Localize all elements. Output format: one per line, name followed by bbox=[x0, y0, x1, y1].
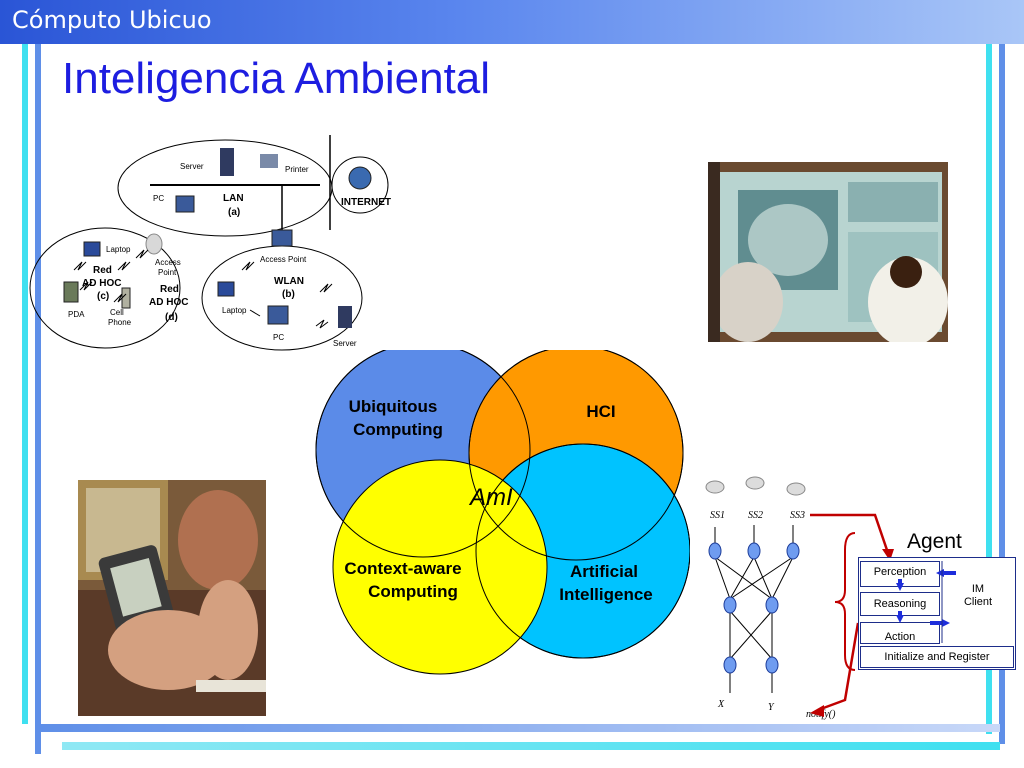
sensor-device-icon bbox=[705, 480, 725, 494]
wlan-sub-label: (b) bbox=[282, 289, 295, 300]
wireless-signal-icon bbox=[73, 261, 87, 271]
venn-ubiquitous-label-1: Ubiquitous bbox=[348, 397, 438, 416]
lan-label: LAN bbox=[223, 193, 244, 204]
pda-label: PDA bbox=[68, 310, 85, 319]
wlan-access-point-label: Access Point bbox=[260, 255, 307, 264]
venn-ubiquitous-label-2: Computing bbox=[353, 420, 443, 439]
agent-internal-arrows bbox=[896, 561, 956, 643]
right-stripe-1 bbox=[986, 44, 992, 734]
sensor-device-icon bbox=[745, 476, 765, 490]
bottom-stripe-2 bbox=[62, 742, 1000, 750]
server-label: Server bbox=[180, 162, 204, 171]
agent-brace bbox=[834, 532, 856, 671]
venn-context-label-1: Context-aware bbox=[344, 559, 462, 578]
wlan-access-point-icon bbox=[271, 229, 293, 247]
wlan-laptop-icon bbox=[217, 281, 235, 297]
wireless-signal-icon bbox=[315, 319, 329, 329]
network-diagram bbox=[29, 135, 389, 351]
adhoc-d-label-1: Red bbox=[160, 284, 179, 295]
photo-medical-display bbox=[708, 162, 948, 342]
venn-ai-label-2: Intelligence bbox=[559, 585, 653, 604]
sensor-network-diagram bbox=[705, 476, 806, 693]
venn-ai-label-1: Artificial bbox=[569, 562, 639, 581]
wireless-signal-icon bbox=[79, 281, 93, 291]
wlan-server-icon bbox=[338, 306, 352, 328]
wlan-server-label: Server bbox=[333, 339, 357, 348]
printer-label: Printer bbox=[285, 165, 309, 174]
sensor-label-ss3: SS3 bbox=[790, 510, 805, 521]
left-stripe-outer bbox=[22, 44, 28, 724]
agent-connection-arrows bbox=[810, 513, 894, 717]
arrow-right-icon bbox=[942, 619, 950, 627]
pc-icon bbox=[175, 195, 195, 213]
header-bar bbox=[0, 0, 1024, 44]
printer-icon bbox=[260, 154, 278, 168]
arrow-left-icon bbox=[936, 569, 944, 577]
adhoc-c-label-3: (c) bbox=[97, 291, 110, 302]
venn-diagram bbox=[315, 350, 690, 675]
internet-circle bbox=[331, 156, 389, 214]
agent-im-client-line-2: Client bbox=[963, 596, 993, 608]
pc-label: PC bbox=[153, 194, 165, 203]
cell-phone-icon bbox=[121, 287, 131, 309]
pda-icon bbox=[63, 281, 79, 303]
adhoc-c-label-2: AD HOC bbox=[82, 278, 122, 289]
agent-notify-arrow bbox=[817, 622, 860, 712]
adhoc-d-label-3: (d) bbox=[165, 312, 178, 323]
photo-pda-hands bbox=[78, 480, 266, 716]
laptop-icon bbox=[83, 241, 101, 257]
adhoc-c-ellipse bbox=[29, 227, 181, 349]
wireless-signal-icon bbox=[249, 309, 261, 317]
internet-label: INTERNET bbox=[341, 197, 391, 208]
internet-globe-icon bbox=[348, 166, 372, 190]
wlan-pc-icon bbox=[267, 305, 289, 325]
wlan-laptop-label: Laptop bbox=[222, 306, 247, 315]
sensor-device-icon bbox=[786, 482, 806, 496]
cell-phone-label-2: Phone bbox=[108, 318, 132, 327]
server-icon bbox=[220, 148, 234, 176]
left-stripe-inner bbox=[35, 44, 41, 754]
slide-title: Inteligencia Ambiental bbox=[62, 54, 491, 103]
adhoc-c-label-1: Red bbox=[93, 265, 112, 276]
access-point-label-1: Access bbox=[155, 258, 181, 267]
sensor-to-agent-arrow bbox=[810, 513, 890, 554]
header-title: Cómputo Ubicuo bbox=[12, 6, 212, 34]
sensor-label-ss2: SS2 bbox=[748, 510, 763, 521]
agent-title: Agent bbox=[907, 530, 962, 553]
wireless-signal-icon bbox=[241, 261, 255, 271]
venn-hci-label: HCI bbox=[586, 402, 616, 421]
agent-init-register: Initialize and Register bbox=[860, 646, 1014, 668]
wlan-label: WLAN bbox=[274, 276, 304, 287]
wireless-signal-icon bbox=[319, 283, 333, 293]
lan-sub-label: (a) bbox=[228, 207, 241, 218]
venn-context-circle bbox=[332, 459, 548, 675]
output-label-y: Y bbox=[768, 702, 774, 713]
adhoc-d-label-2: AD HOC bbox=[149, 297, 189, 308]
wlan-pc-label: PC bbox=[273, 333, 285, 342]
sensor-label-ss1: SS1 bbox=[710, 510, 725, 521]
wireless-signal-icon bbox=[117, 261, 131, 271]
wireless-signal-icon bbox=[113, 293, 127, 303]
laptop-label: Laptop bbox=[106, 245, 131, 254]
output-label-x: X bbox=[718, 699, 725, 710]
cell-phone-label-1: Cell bbox=[110, 308, 124, 317]
venn-context-label-2: Computing bbox=[368, 582, 458, 601]
access-point-icon bbox=[145, 233, 163, 255]
access-point-label-2: Point bbox=[158, 268, 177, 277]
agent-im-client-line-1: IM bbox=[971, 583, 985, 595]
bottom-stripe-1 bbox=[40, 724, 1000, 732]
right-stripe-2 bbox=[999, 44, 1005, 744]
wireless-signal-icon bbox=[135, 249, 149, 259]
venn-center-label: AmI bbox=[470, 484, 513, 511]
